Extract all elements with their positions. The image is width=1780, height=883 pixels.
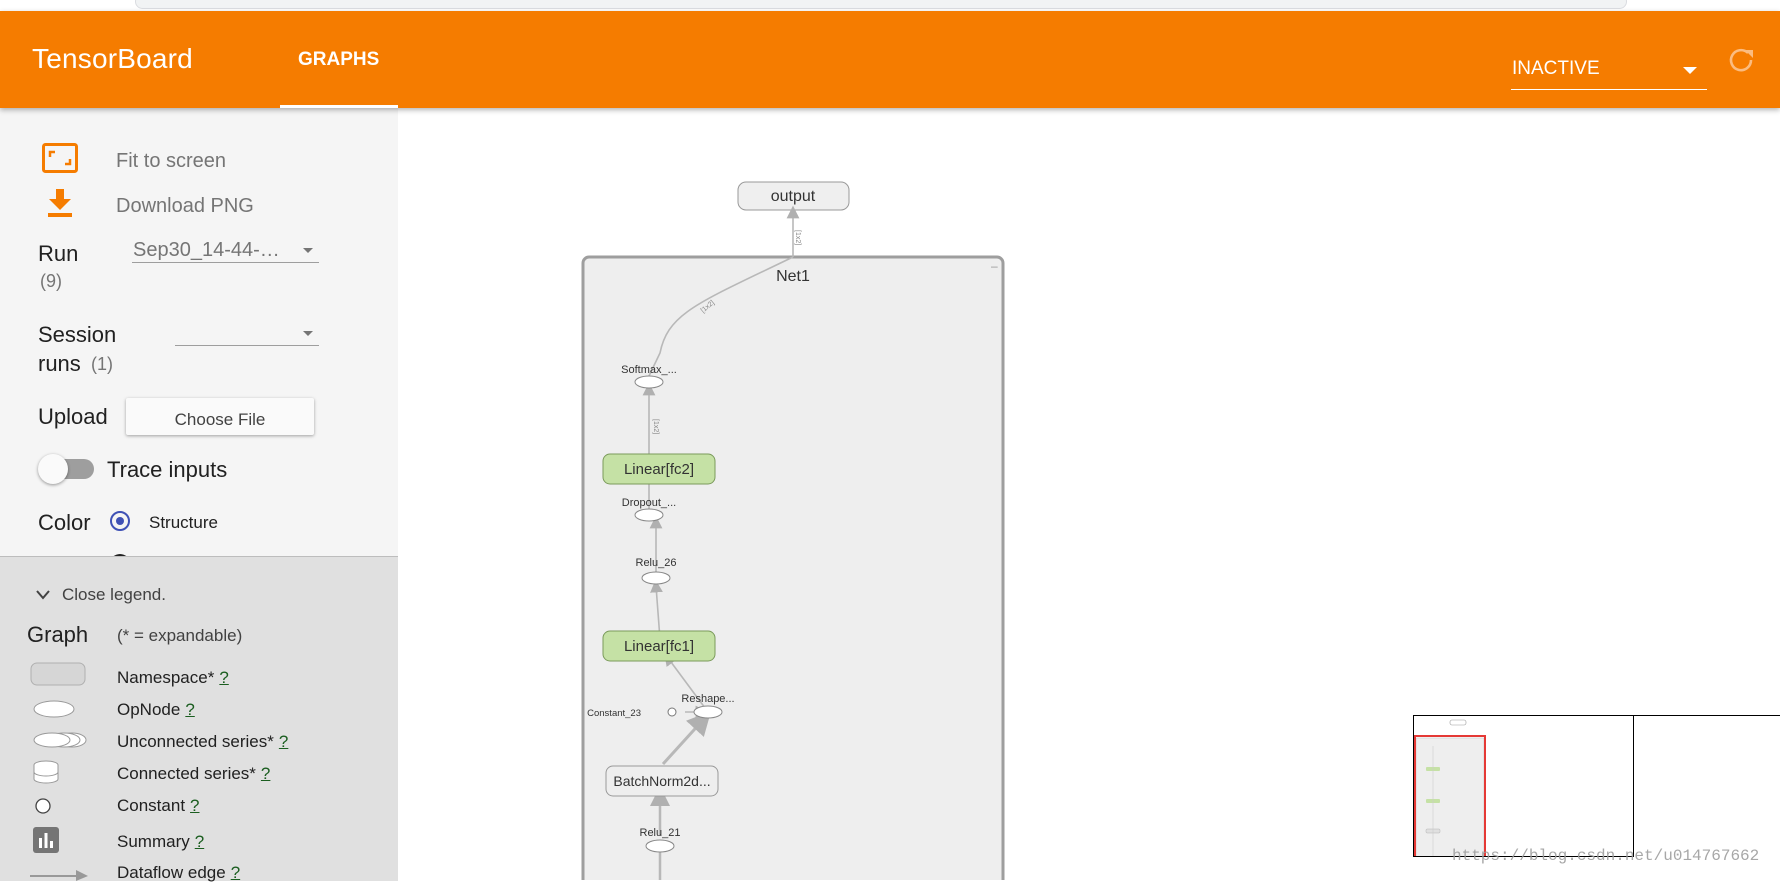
legend-item: OpNode? — [117, 700, 195, 720]
linear-fc2-label: Linear[fc2] — [624, 461, 694, 478]
batchnorm-node[interactable]: BatchNorm2d... — [605, 765, 719, 797]
connected-series-icon — [33, 760, 59, 784]
graph-edges — [642, 205, 800, 880]
constant23-label: Constant_23 — [587, 708, 641, 719]
legend-unconnected-label: Unconnected series* — [117, 732, 274, 751]
upload-label: Upload — [38, 404, 108, 429]
namespace-icon — [30, 662, 86, 686]
download-png-button[interactable]: Download PNG — [116, 195, 254, 217]
legend-item: Unconnected series*? — [117, 732, 288, 752]
close-legend-link[interactable]: Close legend. — [62, 585, 166, 604]
run-count: (9) — [40, 271, 62, 291]
app-title: TensorBoard — [32, 43, 193, 74]
relu26-node[interactable]: Relu_26 — [636, 557, 677, 585]
fit-to-screen-icon[interactable] — [42, 143, 78, 173]
output-node-label: output — [771, 188, 816, 205]
dropout-label: Dropout_... — [622, 497, 676, 509]
linear-fc1-node[interactable]: Linear[fc1] — [602, 630, 716, 662]
graph-minimap[interactable] — [1413, 715, 1634, 857]
session-runs-count: (1) — [91, 354, 113, 374]
session-runs-select[interactable] — [175, 321, 319, 346]
linear-fc2-node[interactable]: Linear[fc2] — [602, 453, 716, 485]
softmax-node[interactable]: Softmax_... — [621, 364, 677, 389]
namespace-net1-label: Net1 — [776, 268, 810, 285]
run-select-value: Sep30_14-44-… — [133, 239, 280, 261]
dropout-node[interactable]: Dropout_... — [622, 497, 676, 522]
softmax-label: Softmax_... — [621, 364, 677, 376]
relu26-label: Relu_26 — [636, 557, 677, 569]
opnode-icon — [33, 700, 75, 718]
summary-icon — [33, 827, 59, 853]
legend-opnode-label: OpNode — [117, 700, 181, 719]
legend-expandable-note: (* = expandable) — [117, 626, 243, 645]
choose-file-button[interactable]: Choose File — [126, 398, 314, 435]
radio-checked-dot — [116, 517, 124, 525]
output-node[interactable]: output — [737, 181, 850, 211]
help-link[interactable]: ? — [190, 796, 200, 815]
minimap-border-extension — [1632, 715, 1780, 716]
tab-graphs[interactable]: GRAPHS — [280, 11, 398, 108]
app-toolbar: TensorBoard GRAPHS INACTIVE — [0, 11, 1780, 108]
svg-text:[1x2]: [1x2] — [652, 419, 659, 434]
chevron-down-icon[interactable] — [36, 590, 50, 600]
legend-dataflow-label: Dataflow edge — [117, 863, 226, 882]
reshape-node[interactable]: Reshape... — [681, 693, 735, 719]
color-label: Color — [38, 510, 91, 535]
legend-namespace-label: Namespace* — [117, 668, 215, 687]
help-link[interactable]: ? — [278, 732, 289, 751]
color-structure-radio[interactable] — [110, 511, 130, 531]
run-select[interactable]: Sep30_14-44-… — [132, 238, 319, 263]
reload-icon[interactable] — [1726, 45, 1756, 75]
legend-summary-label: Summary — [117, 832, 190, 851]
legend-item: Summary? — [117, 832, 204, 852]
legend-item: Dataflow edge? — [117, 863, 240, 883]
tab-graphs-label: GRAPHS — [298, 49, 380, 70]
linear-fc1-label: Linear[fc1] — [624, 638, 694, 655]
help-link[interactable]: ? — [185, 700, 195, 719]
constant-icon — [35, 798, 51, 814]
help-link[interactable]: ? — [219, 668, 229, 687]
run-label: Run — [38, 241, 79, 266]
relu21-node[interactable]: Relu_21 — [640, 827, 681, 853]
caret-down-icon — [1683, 67, 1697, 74]
color-structure-label: Structure — [149, 513, 218, 532]
help-link[interactable]: ? — [194, 832, 205, 851]
graph-svg[interactable]: output Net1 – [1x2] [1x2] [1x2] — [398, 108, 1780, 880]
legend-item: Constant? — [117, 796, 200, 816]
caret-down-icon — [303, 248, 313, 253]
download-icon[interactable] — [46, 188, 74, 218]
dataflow-edge-icon — [30, 870, 88, 881]
minimap-svg — [1414, 719, 1486, 856]
constant23-node[interactable]: Constant_23 — [587, 707, 677, 719]
relu21-label: Relu_21 — [640, 827, 681, 839]
svg-text:[1x2]: [1x2] — [794, 230, 801, 245]
legend-item: Connected series*? — [117, 764, 270, 784]
help-link[interactable]: ? — [260, 764, 271, 783]
reshape-label: Reshape... — [681, 693, 734, 705]
trace-inputs-label: Trace inputs — [107, 457, 228, 482]
unconnected-series-icon — [33, 732, 87, 748]
legend-constant-label: Constant — [117, 796, 186, 815]
legend-panel: Close legend. Graph (* = expandable) Nam… — [0, 556, 398, 883]
session-runs-label-2: runs — [38, 351, 81, 376]
watermark-text: https://blog.csdn.net/u014767662 — [1452, 847, 1760, 865]
browser-chrome-strip — [0, 0, 1780, 11]
session-runs-label: Session — [38, 322, 117, 347]
batchnorm-label: BatchNorm2d... — [613, 773, 710, 789]
caret-down-icon — [303, 331, 313, 336]
run-status-dropdown[interactable]: INACTIVE — [1511, 47, 1707, 90]
help-link[interactable]: ? — [230, 863, 241, 882]
fit-to-screen-button[interactable]: Fit to screen — [116, 150, 227, 172]
legend-graph-title: Graph — [27, 622, 89, 647]
legend-connected-label: Connected series* — [117, 764, 256, 783]
collapse-icon[interactable]: – — [991, 259, 998, 273]
toggle-knob[interactable] — [38, 454, 68, 484]
active-tab-indicator — [280, 105, 398, 108]
legend-item: Namespace*? — [117, 668, 229, 688]
browser-address-bar[interactable] — [135, 0, 1627, 9]
run-status-label: INACTIVE — [1512, 58, 1600, 79]
